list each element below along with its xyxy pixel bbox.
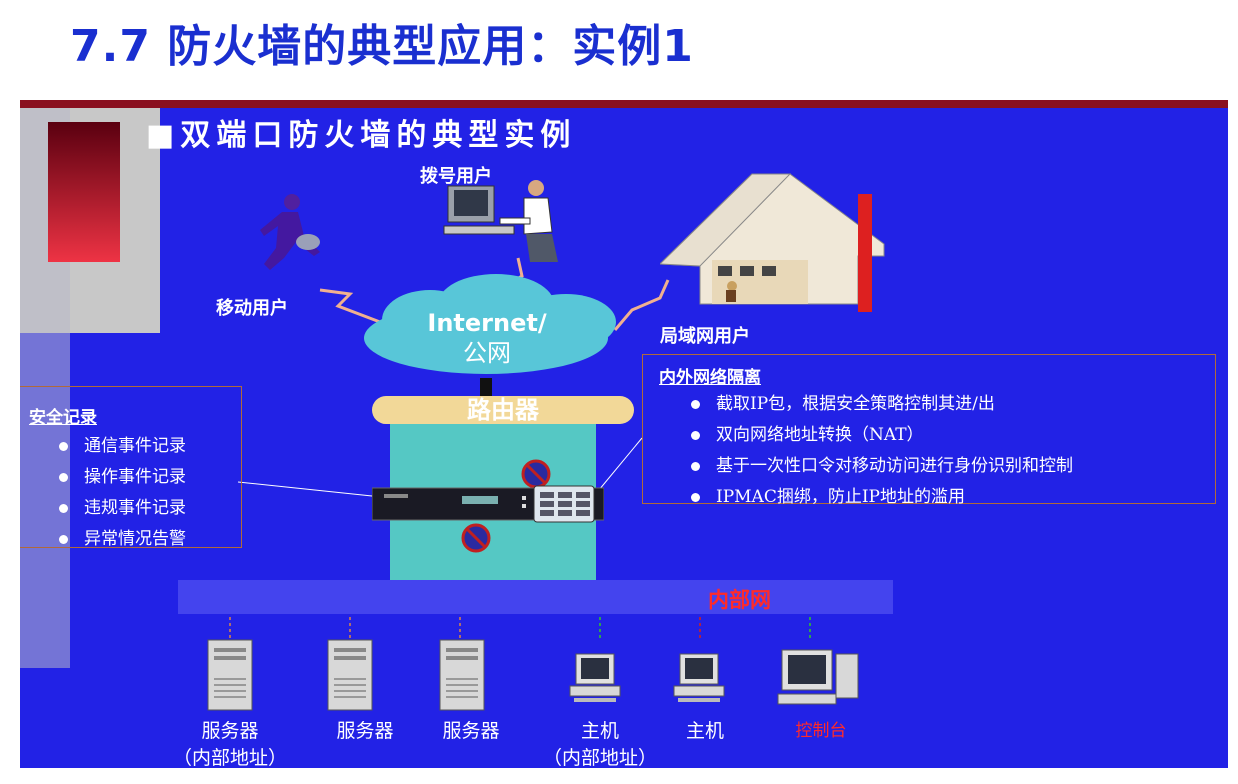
list-item: 双向网络地址转换（NAT） (691, 420, 1073, 445)
security-log-box: 安全记录 通信事件记录 操作事件记录 违规事件记录 异常情况告警 (20, 386, 242, 548)
internet-label: Internet/ 公网 (412, 308, 562, 368)
router-bar: 路由器 (372, 396, 634, 424)
mobile-user-icon (234, 192, 334, 282)
page-title: 7.7 防火墙的典型应用：实例1 (70, 10, 694, 74)
isolation-list: 截取IP包，根据安全策略控制其进/出 双向网络地址转换（NAT） 基于一次性口令… (691, 383, 1073, 513)
title-rule (20, 100, 1228, 108)
list-item: 通信事件记录 (59, 431, 186, 456)
console-label: 控制台 (766, 716, 876, 741)
bullet-icon (59, 473, 68, 482)
bullet-icon (59, 535, 68, 544)
server-icon (438, 638, 486, 712)
host-computer-icon (672, 652, 726, 704)
isolation-box: 内外网络隔离 截取IP包，根据安全策略控制其进/出 双向网络地址转换（NAT） … (642, 354, 1216, 504)
server-icon (206, 638, 254, 712)
internet-label-line1: Internet/ (412, 308, 562, 338)
list-item-text: 截取IP包，根据安全策略控制其进/出 (716, 394, 995, 414)
server1-label: 服务器 （内部地址） (150, 716, 310, 768)
list-item: 违规事件记录 (59, 493, 186, 518)
list-item: IPMAC捆绑，防止IP地址的滥用 (691, 482, 1073, 507)
link-mobile (320, 290, 380, 322)
bullet-icon (691, 493, 700, 502)
server3-label: 服务器 (416, 716, 526, 743)
list-item-text: 违规事件记录 (84, 498, 186, 518)
bullet-icon (691, 462, 700, 471)
server1-name: 服务器 (150, 716, 310, 743)
internal-network-bar (178, 580, 893, 614)
bullet-icon (691, 431, 700, 440)
list-item-text: 双向网络地址转换（NAT） (716, 425, 924, 445)
list-item-text: IPMAC捆绑，防止IP地址的滥用 (716, 487, 965, 507)
mobile-user-label: 移动用户 (216, 294, 288, 320)
list-item-text: 通信事件记录 (84, 436, 186, 456)
console-computer-icon (776, 648, 862, 710)
no-entry-icon-2 (460, 522, 492, 554)
list-item: 操作事件记录 (59, 462, 186, 487)
list-item: 基于一次性口令对移动访问进行身份识别和控制 (691, 451, 1073, 476)
server2-label: 服务器 (310, 716, 420, 743)
list-item-text: 异常情况告警 (84, 529, 186, 549)
firewall-device-icon (372, 482, 604, 526)
host-computer-icon (568, 652, 622, 704)
server-icon (326, 638, 374, 712)
bullet-icon (59, 504, 68, 513)
list-item: 异常情况告警 (59, 524, 186, 549)
list-item-text: 基于一次性口令对移动访问进行身份识别和控制 (716, 456, 1073, 476)
server1-sub: （内部地址） (150, 743, 310, 768)
diagram-panel: ■双端口防火墙的典型实例 (20, 108, 1228, 768)
internal-network-label: 内部网 (708, 584, 771, 614)
security-log-list: 通信事件记录 操作事件记录 违规事件记录 异常情况告警 (59, 425, 186, 555)
dial-user-icon (440, 178, 560, 266)
host2-label: 主机 (650, 716, 760, 743)
lan-user-label: 局域网用户 (660, 322, 750, 348)
bullet-icon (691, 400, 700, 409)
list-item: 截取IP包，根据安全策略控制其进/出 (691, 389, 1073, 414)
internet-label-line2: 公网 (412, 338, 562, 368)
list-item-text: 操作事件记录 (84, 467, 186, 487)
lan-house-icon (660, 164, 886, 314)
host1-sub: （内部地址） (520, 743, 680, 768)
bullet-icon (59, 442, 68, 451)
cloud-router-link (480, 378, 492, 396)
